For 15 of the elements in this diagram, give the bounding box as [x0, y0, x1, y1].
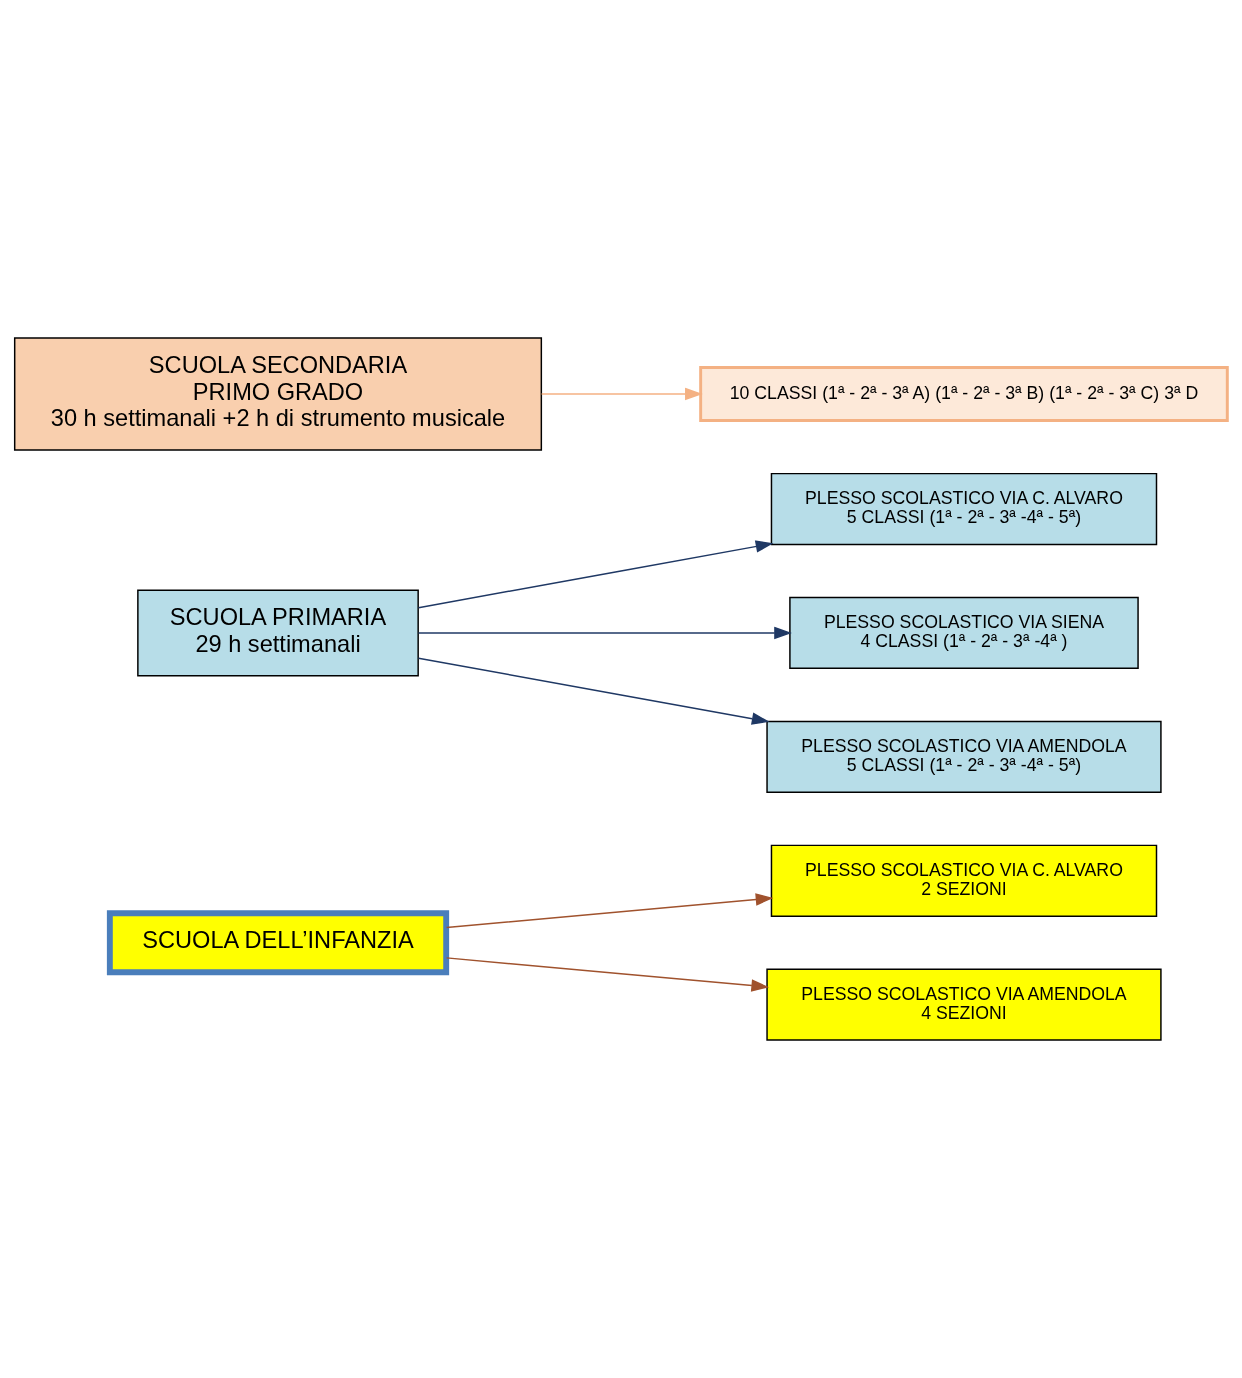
arrow — [445, 893, 774, 929]
node-box: PLESSO SCOLASTICO VIA SIENA 4 CLASSI (1ª - 2ª - 3ª -4ª ) — [789, 596, 1139, 670]
arrow — [417, 626, 792, 640]
arrow — [417, 657, 770, 725]
node-box: PLESSO SCOLASTICO VIA C. ALVARO 2 SEZIONI — [770, 844, 1158, 917]
node-box: SCUOLA PRIMARIA 29 h settimanali — [137, 589, 419, 677]
arrow — [417, 540, 774, 609]
node-box: SCUOLA DELL’INFANZIA — [106, 910, 450, 976]
node-box: PLESSO SCOLASTICO VIA C. ALVARO 5 CLASSI (1ª - 2ª - 3ª -4ª - 5ª) — [770, 472, 1158, 546]
arrow — [445, 957, 770, 992]
node-box: PLESSO SCOLASTICO VIA AMENDOLA 4 SEZIONI — [766, 968, 1162, 1041]
node-box: 10 CLASSI (1ª - 2ª - 3ª A) (1ª - 2ª - 3ª B) (1ª - 2ª - 3ª C) 3ª D — [699, 365, 1229, 422]
arrow — [540, 387, 703, 401]
node-box: SCUOLA SECONDARIA PRIMO GRADO 30 h settimanali +2 h di strumento musicale — [13, 337, 543, 451]
node-box: PLESSO SCOLASTICO VIA AMENDOLA 5 CLASSI (1ª - 2ª - 3ª -4ª - 5ª) — [766, 720, 1162, 793]
